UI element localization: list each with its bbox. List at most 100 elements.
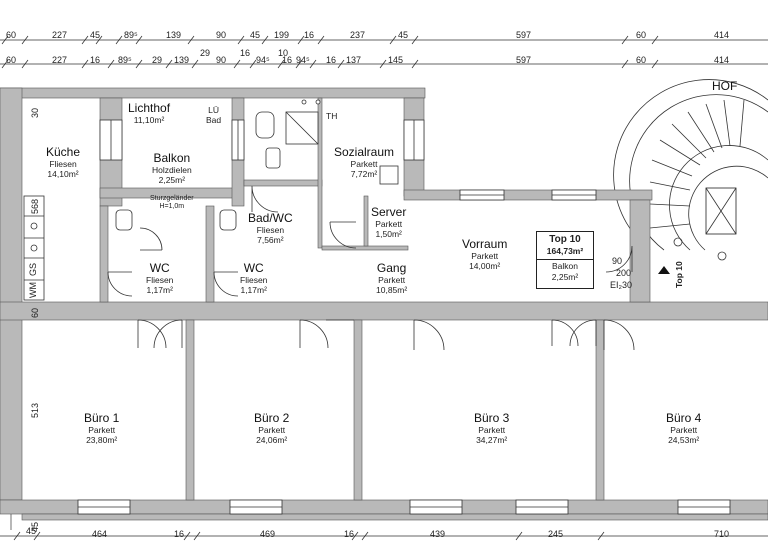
dim-bottom-7: 710 xyxy=(714,529,730,539)
dim-top1-4: 139 xyxy=(166,30,182,40)
dim-bottom-0: 45 xyxy=(26,526,37,536)
dim-top1-2: 45 xyxy=(90,30,101,40)
room-name: Lichthof xyxy=(128,101,171,115)
room-area: 10,85m² xyxy=(376,284,408,295)
dim-top2-8: 16 xyxy=(282,55,293,65)
hof-label: HOF xyxy=(712,79,738,93)
dim-top1-1: 227 xyxy=(52,30,68,40)
room-area: 11,10m² xyxy=(133,114,165,125)
dim-top2-13: 597 xyxy=(516,55,532,65)
dim-top1-12: 60 xyxy=(636,30,647,40)
room-kueche: Küche Fliesen 14,10m² xyxy=(46,145,81,179)
unit-divider xyxy=(537,259,593,260)
room-wc-2: WC Fliesen 1,17m² xyxy=(240,261,268,295)
dim-top2-10: 16 xyxy=(326,55,337,65)
dim-top1-6: 45 xyxy=(250,30,261,40)
room-area: 23,80m² xyxy=(86,434,118,445)
door-height: 200 xyxy=(616,268,632,278)
room-floor: Parkett xyxy=(375,218,403,229)
dim-top2-12: 145 xyxy=(388,55,404,65)
room-name: Büro 1 xyxy=(84,411,120,425)
room-floor: Fliesen xyxy=(146,274,174,285)
room-buero-1: Büro 1 Parkett 23,80m² xyxy=(84,411,120,445)
dim-top2-9: 94⁵ xyxy=(296,55,310,65)
dim-top1-7: 199 xyxy=(274,30,290,40)
dim-bottom-4: 16 xyxy=(344,529,355,539)
room-buero-4: Büro 4 Parkett 24,53m² xyxy=(666,411,702,445)
door-fire-rating: EI₂30 xyxy=(610,280,633,290)
room-floor: Holzdielen xyxy=(152,164,192,175)
dim-top2-1: 227 xyxy=(52,55,68,65)
room-name: Büro 4 xyxy=(666,411,702,425)
room-floor: Parkett xyxy=(478,424,506,435)
dim-top2-11: 137 xyxy=(346,55,362,65)
room-floor: Parkett xyxy=(670,424,698,435)
dim-left-4: 45 xyxy=(30,521,40,532)
appliance-gs: GS xyxy=(28,262,38,276)
room-floor: Parkett xyxy=(471,250,499,261)
room-floor: Fliesen xyxy=(49,158,77,169)
room-name: WC xyxy=(149,261,170,275)
room-area: 34,27m² xyxy=(476,434,508,445)
fixtures xyxy=(23,99,399,301)
dim-top2-0: 60 xyxy=(6,55,17,65)
room-floor: Fliesen xyxy=(256,224,285,235)
room-area: 2,25m² xyxy=(158,174,186,185)
room-area: 7,72m² xyxy=(350,168,378,179)
dim-top2-15: 414 xyxy=(714,55,730,65)
dim-top2-4: 29 xyxy=(152,55,163,65)
room-name: Küche xyxy=(46,145,81,159)
door-width: 90 xyxy=(612,256,623,266)
dim-top1-0: 60 xyxy=(6,30,17,40)
dim-bottom-5: 439 xyxy=(430,529,446,539)
dim-left-0: 30 xyxy=(30,107,40,118)
th-label: TH xyxy=(326,111,338,121)
room-lichthof: Lichthof 11,10m² xyxy=(128,101,171,126)
room-name: Vorraum xyxy=(462,237,508,251)
room-floor: Parkett xyxy=(350,158,378,169)
room-sozialraum: Sozialraum Parkett 7,72m² xyxy=(334,145,395,179)
room-name: Balkon xyxy=(153,151,191,165)
dim-top1-13: 414 xyxy=(714,30,730,40)
unit-balkon-label: Balkon xyxy=(552,261,578,271)
room-vorraum: Vorraum Parkett 14,00m² xyxy=(462,237,508,271)
unit-balkon-area: 2,25m² xyxy=(551,272,579,282)
dim-top1-5: 90 xyxy=(216,30,227,40)
unit-title: Top 10 xyxy=(549,234,581,245)
room-area: 14,00m² xyxy=(469,260,501,271)
dim-bottom-6: 245 xyxy=(548,529,564,539)
dim-left-3: 513 xyxy=(30,402,40,418)
room-name: Sozialraum xyxy=(334,145,395,159)
room-bad-wc: Bad/WC Fliesen 7,56m² xyxy=(248,211,293,245)
dim-bottom-3: 469 xyxy=(260,529,276,539)
dim-left-1: 568 xyxy=(30,198,40,214)
room-name: Gang xyxy=(376,261,407,275)
railing-note-2: H=1,0m xyxy=(159,203,185,211)
room-area: 24,06m² xyxy=(256,434,288,445)
entry-arrow-icon xyxy=(658,266,670,274)
room-name: Server xyxy=(371,205,407,219)
room-name: Büro 3 xyxy=(474,411,510,425)
room-server: Server Parkett 1,50m² xyxy=(371,205,407,239)
windows xyxy=(77,119,731,515)
room-buero-2: Büro 2 Parkett 24,06m² xyxy=(254,411,289,445)
dim-top2-6: 90 xyxy=(216,55,227,65)
bad-label: Bad xyxy=(206,114,222,125)
room-area: 1,50m² xyxy=(375,228,402,239)
dim-top1-11: 597 xyxy=(516,30,532,40)
top10-vertical-label: Top 10 xyxy=(674,261,684,288)
balkon-railing-note: Sturzgeländer H=1,0m xyxy=(150,195,194,211)
dim-top1-9: 237 xyxy=(350,30,366,40)
room-floor: Parkett xyxy=(258,424,286,435)
room-area: 24,53m² xyxy=(668,434,700,445)
room-wc-1: WC Fliesen 1,17m² xyxy=(146,261,174,295)
room-floor: Fliesen xyxy=(240,274,268,285)
dim-top1-extra-2: 10 xyxy=(278,48,289,58)
railing-note-1: Sturzgeländer xyxy=(150,195,194,202)
room-gang: Gang Parkett 10,85m² xyxy=(376,261,408,295)
room-balkon: Balkon Holzdielen 2,25m² xyxy=(152,151,192,185)
appliance-wm: WM xyxy=(28,282,38,298)
dim-top1-8: 16 xyxy=(304,30,315,40)
doors xyxy=(107,185,635,351)
